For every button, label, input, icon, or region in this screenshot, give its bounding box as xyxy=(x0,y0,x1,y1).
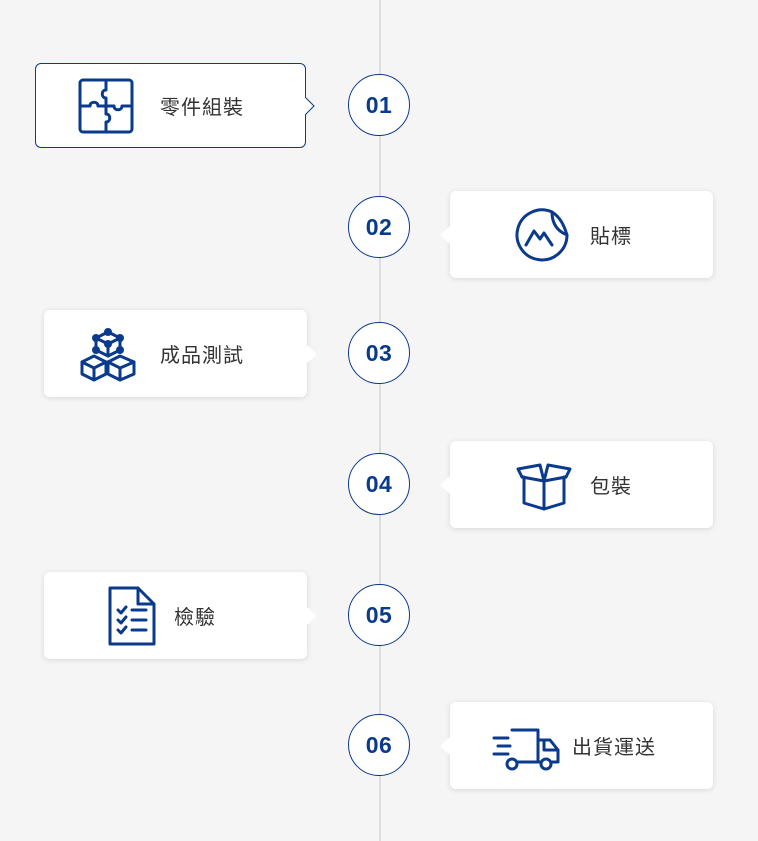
card-pointer xyxy=(440,737,458,754)
step-number-3[interactable]: 03 xyxy=(348,322,410,384)
step-number-4[interactable]: 04 xyxy=(348,453,410,515)
card-pointer xyxy=(440,226,458,243)
step-number-5[interactable]: 05 xyxy=(348,584,410,646)
step-number-6[interactable]: 06 xyxy=(348,714,410,776)
step-label-4: 包裝 xyxy=(590,474,632,498)
step-number-1[interactable]: 01 xyxy=(348,74,410,136)
puzzle-icon xyxy=(78,78,134,133)
sticker-icon xyxy=(515,207,569,261)
timeline-line xyxy=(379,0,381,841)
card-pointer xyxy=(299,345,317,362)
step-label-5: 檢驗 xyxy=(174,605,216,629)
step-label-6: 出貨運送 xyxy=(572,735,656,759)
step-label-1: 零件組裝 xyxy=(160,95,244,119)
checklist-icon xyxy=(108,586,156,645)
cubes-icon xyxy=(80,327,136,381)
step-card-5[interactable]: 檢驗 xyxy=(44,572,317,659)
step-card-4[interactable]: 包裝 xyxy=(440,441,713,528)
step-card-2[interactable]: 貼標 xyxy=(440,191,713,278)
step-number-2[interactable]: 02 xyxy=(348,196,410,258)
box-icon xyxy=(516,463,572,510)
step-card-6[interactable]: 出貨運送 xyxy=(440,702,713,789)
step-label-3: 成品測試 xyxy=(160,343,244,367)
step-card-1[interactable]: 零件組裝 xyxy=(35,63,315,148)
step-label-2: 貼標 xyxy=(590,224,632,248)
step-card-3[interactable]: 成品測試 xyxy=(44,310,317,397)
truck-icon xyxy=(492,728,560,770)
card-pointer xyxy=(296,96,315,115)
card-pointer xyxy=(440,476,458,493)
card-pointer xyxy=(299,607,317,624)
